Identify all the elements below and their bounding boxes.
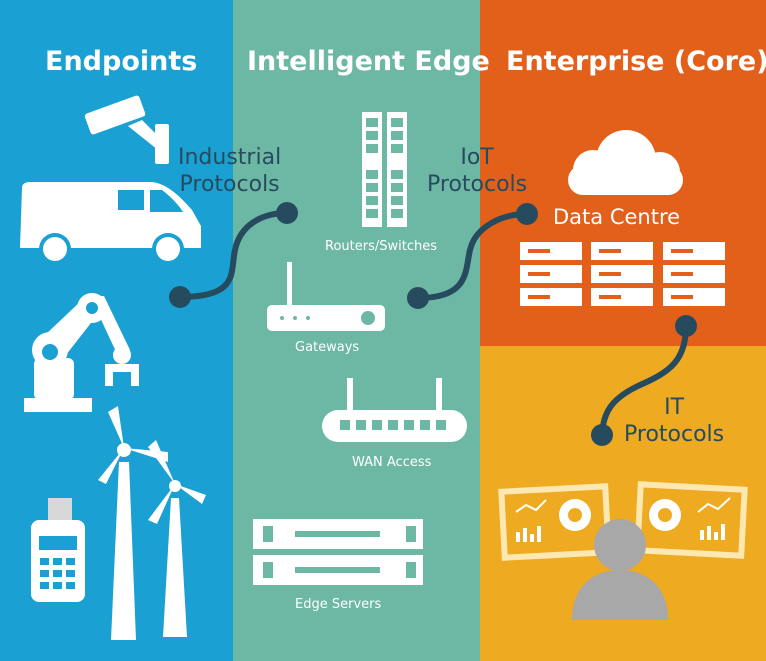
payment-terminal-icon	[31, 498, 85, 602]
iot-protocol-connector	[415, 211, 530, 301]
router-switch-icon	[362, 112, 407, 227]
gateways-label: Gateways	[295, 340, 360, 355]
robot-arm-icon	[24, 293, 139, 412]
industrial-protocols-label: Industrial Protocols	[178, 145, 282, 197]
edge-server-icon	[253, 519, 423, 585]
cloud-icon	[568, 130, 683, 195]
routers-switches-label: Routers/Switches	[325, 239, 437, 254]
gateway-icon	[267, 262, 385, 331]
security-camera-icon	[84, 95, 169, 164]
endpoints-heading: Endpoints	[45, 46, 198, 77]
intelligent-edge-heading: Intelligent Edge	[247, 46, 490, 77]
data-centre-label: Data Centre	[553, 205, 681, 229]
it-protocol-connector	[599, 323, 689, 438]
van-icon	[20, 182, 201, 265]
operator-monitors-icon	[498, 481, 748, 620]
edge-servers-label: Edge Servers	[295, 597, 382, 612]
iot-protocols-label: IoT Protocols	[427, 145, 528, 197]
wan-router-icon	[322, 378, 467, 442]
data-centre-icon	[520, 242, 725, 306]
enterprise-core-heading: Enterprise (Core)	[506, 46, 766, 77]
wan-access-label: WAN Access	[352, 455, 432, 470]
industrial-protocol-connector	[177, 210, 290, 300]
it-protocols-label: IT Protocols	[624, 395, 725, 447]
wind-turbine-icon	[98, 406, 206, 640]
